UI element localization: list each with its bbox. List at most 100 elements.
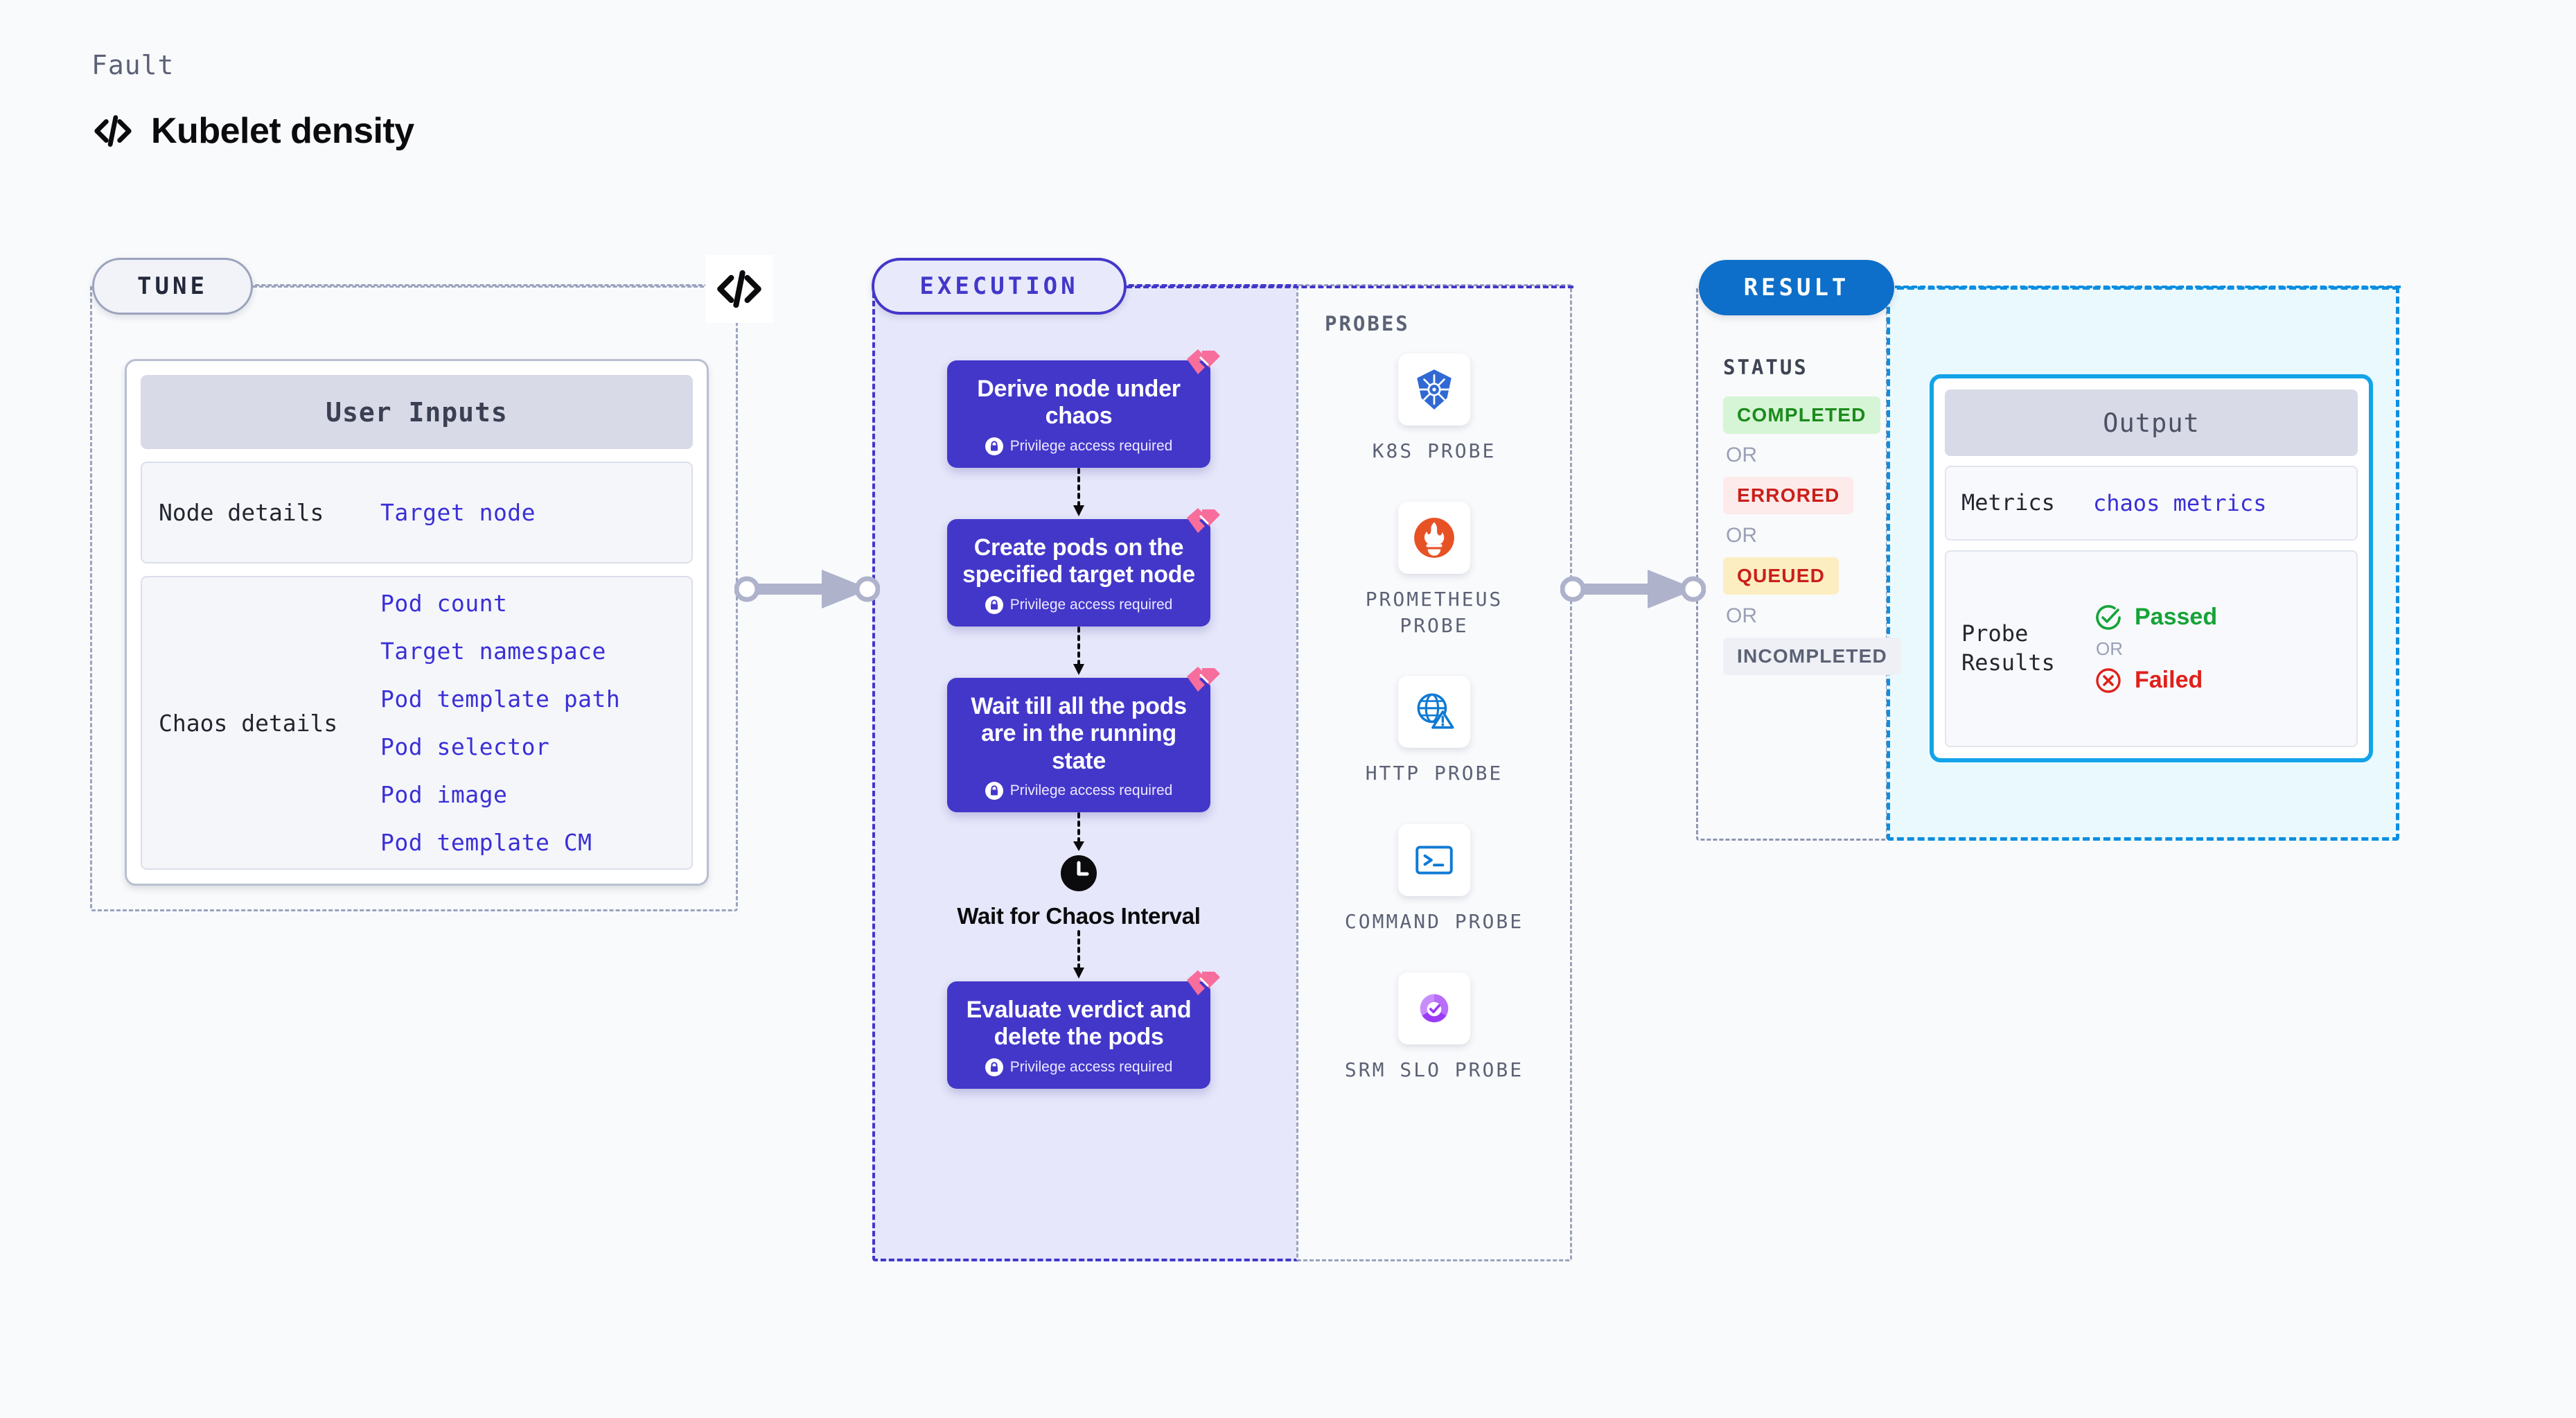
probe-item-command[interactable]: COMMAND PROBE [1330, 824, 1538, 935]
lock-icon [985, 1058, 1003, 1076]
step-privilege-note: Privilege access required [985, 595, 1173, 614]
lock-icon [985, 595, 1003, 614]
lock-icon [985, 782, 1003, 800]
step-title: Evaluate verdict and delete the pods [966, 996, 1192, 1051]
execution-step-final[interactable]: Evaluate verdict and delete the pods Pri… [947, 970, 1220, 1089]
probe-item-k8s[interactable]: K8S PROBE [1330, 353, 1538, 464]
output-or-label: OR [2096, 638, 2123, 659]
step-connector-arrow [947, 467, 1210, 519]
output-probe-results-key: Probe Results [1961, 620, 2055, 676]
http-globe-alert-icon [1417, 693, 1454, 729]
input-value[interactable]: Pod count [380, 590, 508, 617]
execution-step[interactable]: Wait till all the pods are in the runnin… [947, 666, 1220, 813]
probe-icon-box [1398, 353, 1470, 426]
verdict-passed-label: Passed [2135, 604, 2218, 630]
status-or-label: OR [1726, 524, 1757, 547]
harness-logo-icon [1187, 349, 1220, 374]
probe-item-http[interactable]: HTTP PROBE [1330, 676, 1538, 787]
input-value[interactable]: Pod image [380, 781, 508, 808]
arrow-right-icon [1560, 570, 1706, 609]
wait-label: Wait for Chaos Interval [957, 903, 1201, 929]
execution-step[interactable]: Derive node under chaos Privilege access… [947, 349, 1220, 468]
step-note-text: Privilege access required [1009, 596, 1173, 613]
result-pill[interactable]: RESULT [1699, 260, 1894, 315]
kubernetes-icon [1417, 369, 1452, 410]
probe-item-srm-slo[interactable]: SRM SLO PROBE [1330, 972, 1538, 1083]
section-values: Target node [380, 499, 536, 526]
srm-slo-icon [1420, 994, 1449, 1023]
step-note-text: Privilege access required [1009, 782, 1173, 799]
output-title: Output [1945, 389, 2358, 456]
harness-logo-icon [1187, 507, 1220, 533]
status-badge: ERRORED [1723, 477, 1854, 514]
probes-zone [1296, 284, 1572, 1261]
tune-pill[interactable]: TUNE [92, 258, 253, 315]
output-verdicts: Passed OR Failed [2093, 602, 2217, 696]
probe-label: HTTP PROBE [1365, 762, 1503, 785]
arrow-right-icon [734, 570, 881, 609]
harness-logo-icon [1187, 970, 1220, 995]
page-eyebrow: Fault [91, 50, 175, 80]
section-values: Pod count Target namespace Pod template … [380, 590, 620, 856]
probe-label: K8S PROBE [1372, 439, 1497, 462]
section-label: Chaos details [159, 709, 338, 737]
execution-pill[interactable]: EXECUTION [872, 258, 1127, 315]
step-connector-arrow [947, 929, 1210, 981]
execution-steps: Derive node under chaos Privilege access… [947, 349, 1220, 1089]
arrow-down-icon [1073, 812, 1084, 852]
probe-icon-box [1398, 824, 1470, 897]
input-value[interactable]: Pod template path [380, 685, 621, 712]
user-inputs-section-node-details: Node details Target node [141, 462, 693, 563]
status-badge: QUEUED [1723, 557, 1839, 595]
step-privilege-note: Privilege access required [985, 782, 1173, 800]
verdict-failed-label: Failed [2135, 667, 2203, 693]
harness-logo-icon [1187, 666, 1220, 692]
verdict-passed: Passed [2093, 602, 2217, 633]
step-connector-arrow [947, 626, 1210, 678]
output-row-metrics: Metrics chaos metrics [1945, 466, 2358, 541]
user-inputs-card: User Inputs Node details Target node Cha… [125, 359, 709, 886]
probes-list: K8S PROBE PROMETHEUS PROBE [1296, 353, 1572, 1083]
input-value[interactable]: Pod template CM [380, 829, 592, 856]
tune-zone [90, 284, 738, 911]
output-row-probe-results: Probe Results Passed OR Failed [1945, 550, 2358, 747]
clock-icon [1061, 855, 1097, 892]
probe-label: SRM SLO PROBE [1344, 1058, 1524, 1081]
output-metrics-value[interactable]: chaos metrics [2093, 490, 2267, 516]
step-connector-arrow [947, 812, 1210, 854]
probe-label: COMMAND PROBE [1344, 910, 1524, 934]
check-circle-icon [2096, 604, 2121, 630]
code-brackets-icon [94, 115, 132, 147]
step-note-text: Privilege access required [1009, 1058, 1173, 1075]
status-title: STATUS [1723, 356, 1808, 379]
wait-for-chaos-interval: Wait for Chaos Interval [947, 854, 1210, 930]
terminal-icon [1415, 846, 1453, 875]
input-value[interactable]: Pod selector [380, 733, 550, 760]
status-badge: COMPLETED [1723, 396, 1880, 434]
probe-icon-box [1398, 972, 1470, 1044]
step-note-text: Privilege access required [1009, 437, 1173, 454]
output-card: Output Metrics chaos metrics Probe Resul… [1930, 374, 2373, 762]
section-label: Node details [159, 499, 324, 526]
probes-title: PROBES [1325, 312, 1410, 335]
input-value[interactable]: Target node [380, 499, 536, 526]
probe-label: PROMETHEUS PROBE [1365, 587, 1503, 637]
arrow-down-icon [1073, 626, 1084, 675]
tune-to-execution-arrow [734, 560, 881, 622]
status-badge: INCOMPLETED [1723, 638, 1901, 675]
probe-icon-box [1398, 501, 1470, 574]
result-pill-connector [1887, 286, 2401, 288]
step-title: Create pods on the specified target node [962, 534, 1195, 588]
user-inputs-title: User Inputs [141, 375, 693, 449]
arrow-down-icon [1073, 929, 1084, 979]
execution-step[interactable]: Create pods on the specified target node… [947, 507, 1220, 627]
probe-item-prometheus[interactable]: PROMETHEUS PROBE [1330, 501, 1538, 639]
tune-pill-connector [253, 286, 710, 288]
user-inputs-section-chaos-details: Chaos details Pod count Target namespace… [141, 576, 693, 870]
execution-pill-connector [1127, 286, 1573, 288]
input-value[interactable]: Target namespace [380, 638, 606, 665]
step-title: Wait till all the pods are in the runnin… [971, 692, 1187, 774]
x-circle-icon [2096, 667, 2121, 693]
output-metrics-key: Metrics [1961, 489, 2055, 516]
